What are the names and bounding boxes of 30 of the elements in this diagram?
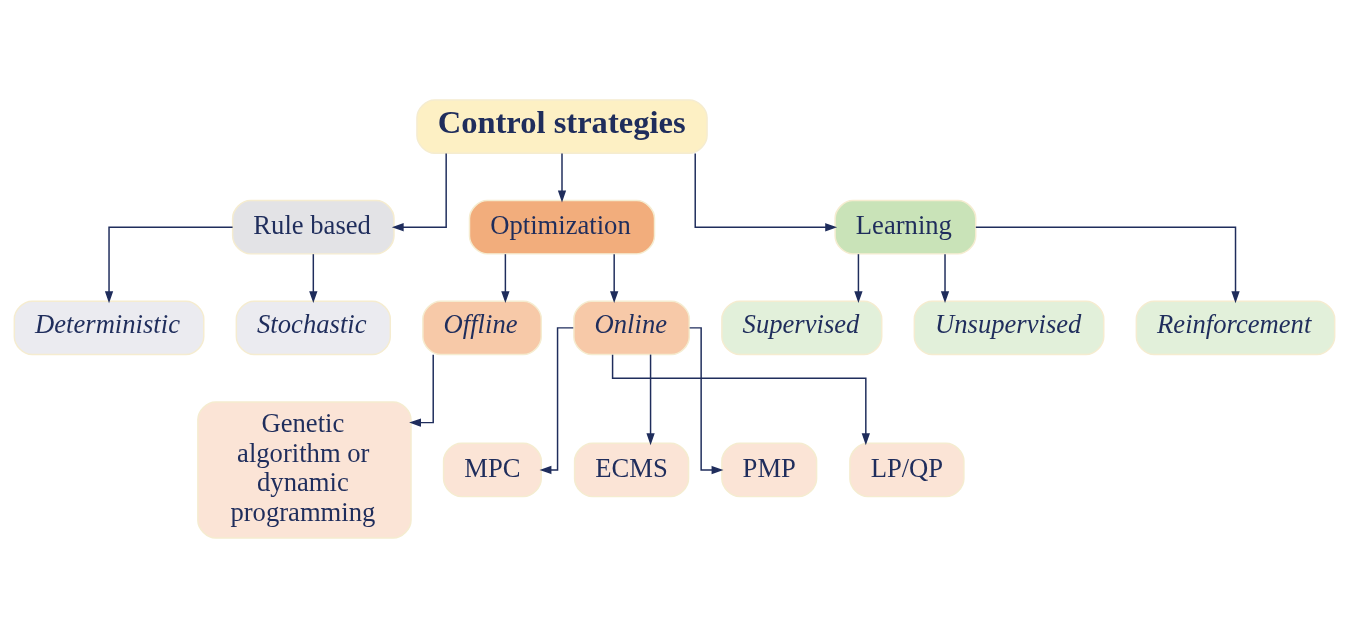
- arrow: [501, 252, 510, 303]
- node-box: Reinforcement: [1135, 300, 1336, 355]
- node-box: PMP: [721, 442, 818, 497]
- node-box: Control strategies: [416, 98, 708, 154]
- arrow: [646, 353, 655, 445]
- arrow: [611, 353, 870, 445]
- node-box: Online: [573, 300, 691, 355]
- node-box: ECMS: [573, 442, 690, 497]
- arrow: [309, 252, 318, 303]
- node-box: Learning: [834, 199, 977, 255]
- arrow: [409, 353, 434, 427]
- arrow: [391, 152, 447, 231]
- node-box: Supervised: [721, 300, 883, 355]
- arrow: [104, 226, 234, 303]
- node-box: Deterministic: [13, 300, 205, 355]
- node-box: LP/QP: [849, 442, 965, 497]
- arrow: [688, 326, 724, 474]
- node-box: Genetic algorithm or dynamic programming: [197, 400, 412, 539]
- node-box: Offline: [422, 300, 542, 355]
- arrow: [694, 152, 838, 231]
- arrow: [940, 252, 950, 303]
- node-box: Rule based: [231, 199, 395, 255]
- node-box: Stochastic: [235, 300, 392, 355]
- arrow: [557, 152, 567, 202]
- node-box: Unsupervised: [913, 300, 1105, 355]
- node-box: Optimization: [468, 199, 656, 255]
- arrow: [854, 252, 863, 303]
- node-box: MPC: [442, 442, 542, 497]
- arrow: [610, 252, 619, 303]
- arrow: [975, 226, 1240, 303]
